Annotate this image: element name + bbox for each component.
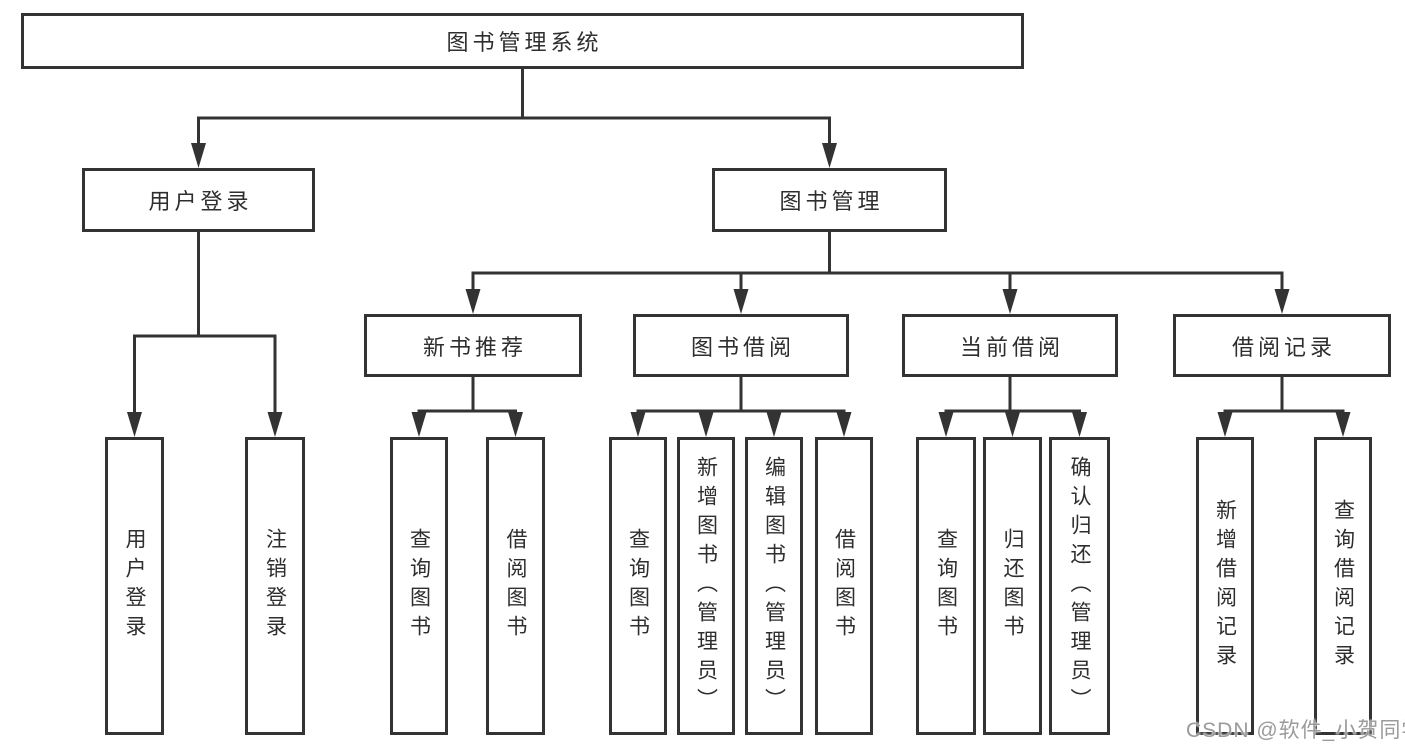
node-borrow-records-label: 借阅记录 (1231, 334, 1336, 360)
node-new-book-recommend-label: 新书推荐 (422, 334, 527, 360)
leaf-borrow-books-1-label: 借阅图书 (504, 528, 527, 644)
node-book-borrow: 图书借阅 (633, 314, 849, 377)
leaf-user-login-label: 用户登录 (123, 528, 146, 644)
leaf-query-borrow-record-label: 查询借阅记录 (1331, 499, 1355, 673)
leaf-confirm-return-admin-label: 确认归还（管理员） (1068, 455, 1091, 717)
leaf-logout-label: 注销登录 (263, 528, 287, 644)
node-user-login-label: 用户登录 (148, 189, 253, 214)
leaf-user-login: 用户登录 (105, 437, 164, 735)
node-book-management: 图书管理 (712, 168, 947, 232)
leaf-add-borrow-record: 新增借阅记录 (1196, 437, 1254, 735)
leaf-logout: 注销登录 (245, 437, 305, 735)
node-root-label: 图书管理系统 (446, 30, 603, 55)
leaf-query-books-2: 查询图书 (609, 437, 667, 735)
leaf-return-books: 归还图书 (983, 437, 1042, 735)
leaf-query-books-1-label: 查询图书 (407, 528, 431, 644)
watermark: CSDN @软件_小贺同学 (1186, 719, 1405, 742)
leaf-confirm-return-admin: 确认归还（管理员） (1049, 437, 1110, 735)
leaf-query-borrow-record: 查询借阅记录 (1314, 437, 1372, 735)
leaf-query-books-3-label: 查询图书 (934, 528, 958, 644)
leaf-edit-books-admin-label: 编辑图书（管理员） (762, 455, 786, 717)
leaf-add-books-admin: 新增图书（管理员） (677, 437, 735, 735)
leaf-edit-books-admin: 编辑图书（管理员） (745, 437, 803, 735)
node-borrow-records: 借阅记录 (1173, 314, 1391, 377)
node-root: 图书管理系统 (21, 13, 1024, 69)
node-user-login: 用户登录 (82, 168, 315, 232)
leaf-query-books-2-label: 查询图书 (626, 528, 650, 644)
leaf-add-books-admin-label: 新增图书（管理员） (694, 455, 718, 717)
leaf-query-books-3: 查询图书 (916, 437, 976, 735)
node-book-management-label: 图书管理 (779, 189, 884, 214)
leaf-return-books-label: 归还图书 (1001, 528, 1024, 644)
leaf-borrow-books-2: 借阅图书 (815, 437, 873, 735)
node-new-book-recommend: 新书推荐 (364, 314, 582, 377)
leaf-add-borrow-record-label: 新增借阅记录 (1213, 499, 1237, 673)
leaf-borrow-books-2-label: 借阅图书 (832, 528, 856, 644)
node-book-borrow-label: 图书借阅 (690, 334, 795, 360)
leaf-borrow-books-1: 借阅图书 (486, 437, 545, 735)
node-current-borrow-label: 当前借阅 (959, 334, 1064, 360)
leaf-query-books-1: 查询图书 (390, 437, 448, 735)
arrowheads (127, 143, 1351, 437)
node-current-borrow: 当前借阅 (902, 314, 1118, 377)
